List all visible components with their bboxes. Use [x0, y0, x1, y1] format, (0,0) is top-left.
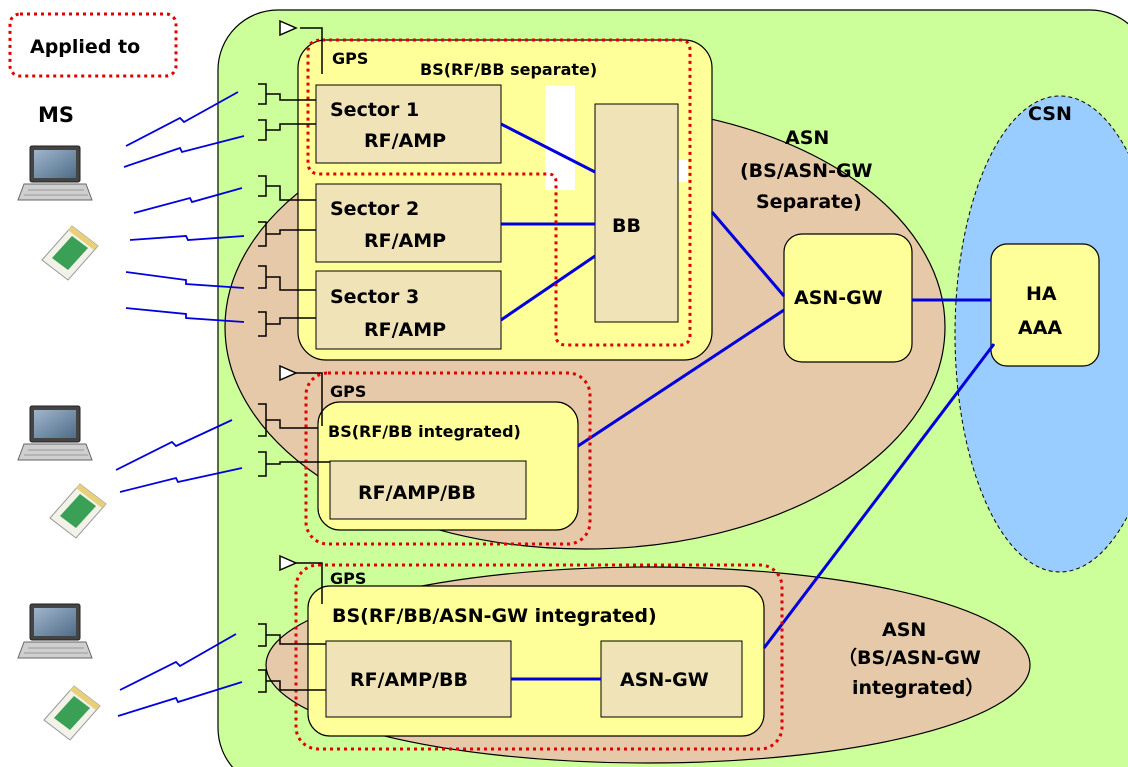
ha-aaa-box	[990, 243, 1100, 367]
sector-1-unit: RF/AMP	[364, 130, 446, 152]
gps-label: GPS	[330, 569, 366, 588]
ha-label: HA	[1026, 283, 1057, 305]
asn-separate-line1: ASN	[785, 127, 829, 149]
bs-full-gw-box	[600, 640, 743, 718]
blue-links	[500, 122, 996, 681]
sector-3-name: Sector 3	[330, 286, 419, 308]
sector-2-unit: RF/AMP	[364, 230, 446, 252]
sector-2-name: Sector 2	[330, 198, 419, 220]
legend-label: Applied to	[30, 36, 140, 58]
white-strip	[545, 85, 575, 190]
bs-full-unit: RF/AMP/BB	[350, 669, 468, 691]
asn-gw-box	[783, 233, 913, 363]
sector-3-box	[315, 270, 502, 350]
asn-integrated-line1: ASN	[882, 619, 926, 641]
asn-integrated-line2: （BS/ASN-GW	[838, 646, 981, 669]
gps-antenna-icon	[279, 19, 298, 572]
bb-label: BB	[612, 215, 641, 237]
sector-1-box	[315, 84, 502, 164]
csn-label: CSN	[1028, 103, 1072, 125]
applied-highlights	[294, 38, 784, 751]
sector-2-box	[315, 183, 502, 263]
radio-links	[115, 91, 245, 717]
bs-full-unit-box	[325, 640, 512, 718]
sector-3-unit: RF/AMP	[364, 319, 446, 341]
gps-label: GPS	[330, 382, 366, 401]
bs-integrated-unit-box	[329, 460, 527, 520]
data-card-icon	[43, 685, 101, 741]
asn-gw-label: ASN-GW	[794, 287, 883, 309]
asn-separate-line3: Separate)	[756, 191, 862, 213]
sector-1-name: Sector 1	[330, 99, 419, 121]
aaa-label: AAA	[1018, 317, 1062, 339]
bs-integrated-unit: RF/AMP/BB	[358, 482, 476, 504]
legend-box	[8, 12, 178, 78]
antenna-feeders	[258, 27, 330, 693]
bs-integrated-title: BS(RF/BB integrated)	[328, 422, 521, 441]
laptop-icon	[17, 405, 93, 461]
asn-integrated-line3: integrated）	[852, 676, 984, 699]
bs-full-title: BS(RF/BB/ASN-GW integrated)	[332, 605, 657, 627]
bb-box	[594, 103, 679, 323]
asn-separate-line2: (BS/ASN-GW	[740, 160, 873, 182]
bs-full-gw-label: ASN-GW	[620, 669, 709, 691]
data-card-icon	[41, 225, 99, 281]
data-card-icon	[49, 483, 107, 539]
bs-separate-title: BS(RF/BB separate)	[420, 60, 597, 79]
laptop-icon	[17, 145, 93, 201]
ms-label: MS	[38, 103, 74, 127]
gps-label: GPS	[332, 49, 368, 68]
laptop-icon	[17, 603, 93, 659]
